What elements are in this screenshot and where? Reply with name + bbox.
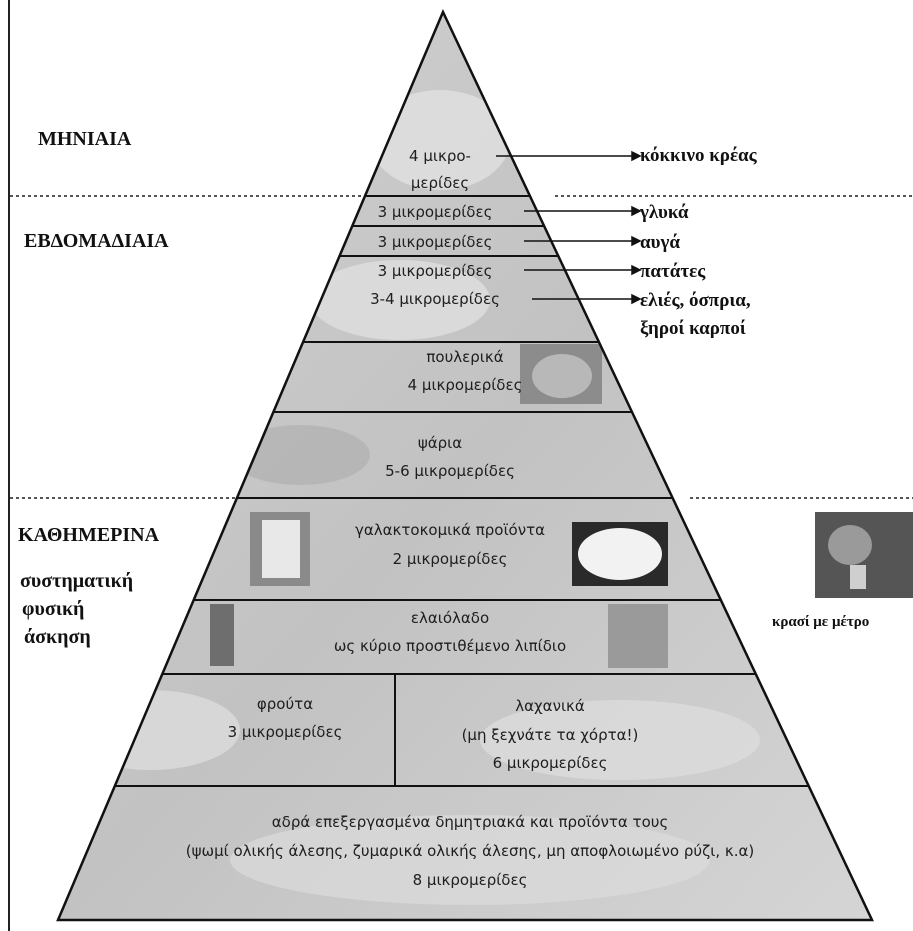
activity-line-2: φυσική — [22, 598, 85, 620]
red-meat-servings-2: μερίδες — [410, 174, 470, 192]
grains-servings: 8 μικρομερίδες — [412, 871, 528, 889]
figure-border — [8, 0, 10, 931]
daily-label: ΚΑΘΗΜΕΡΙΝΑ — [18, 524, 160, 546]
dairy-name: γαλακτοκομικά προϊόντα — [355, 521, 545, 539]
fish-name: ψάρια — [417, 434, 463, 452]
vegetables-name: λαχανικά — [515, 697, 585, 715]
pyramid-outline — [56, 8, 874, 922]
sweets-servings: 3 μικρομερίδες — [377, 203, 493, 221]
wine-label: κρασί με μέτρο — [772, 614, 870, 630]
fruits-servings: 3 μικρομερίδες — [227, 723, 343, 741]
grains-line-1: αδρά επεξεργασμένα δημητριακά και προϊόν… — [271, 813, 669, 831]
sweets-label: γλυκά — [640, 202, 689, 223]
fruits-name: φρούτα — [256, 695, 314, 713]
vegetables-servings: 6 μικρομερίδες — [492, 754, 608, 772]
vegetables-note: (μη ξεχνάτε τα χόρτα!) — [461, 726, 639, 744]
red-meat-servings-1: 4 μικρο- — [409, 147, 471, 165]
poultry-servings: 4 μικρομερίδες — [407, 376, 523, 394]
dairy-servings: 2 μικρομερίδες — [392, 550, 508, 568]
fish-servings: 5-6 μικρομερίδες — [385, 462, 515, 480]
olive-oil-name: ελαιόλαδο — [410, 609, 490, 627]
activity-line-3: άσκηση — [24, 626, 91, 648]
eggs-label: αυγά — [640, 232, 680, 253]
red-meat-label: κόκκινο κρέας — [640, 145, 757, 166]
eggs-servings: 3 μικρομερίδες — [377, 233, 493, 251]
olive-oil-desc: ως κύριο προστιθέμενο λιπίδιο — [333, 637, 567, 655]
grains-line-2: (ψωμί ολικής άλεσης, ζυμαρικά ολικής άλε… — [185, 842, 755, 860]
olives-label-line2: ξηροί καρποί — [640, 318, 746, 339]
monthly-label: ΜΗΝΙΑΙΑ — [38, 128, 132, 150]
potatoes-label: πατάτες — [640, 261, 706, 282]
olives-servings: 3-4 μικρομερίδες — [370, 290, 500, 308]
olives-label-line1: ελιές, όσπρια, — [640, 290, 751, 311]
activity-line-1: συστηματική — [20, 570, 134, 592]
weekly-label: ΕΒΔΟΜΑΔΙΑΙΑ — [24, 230, 169, 252]
potatoes-servings: 3 μικρομερίδες — [377, 262, 493, 280]
poultry-name: πουλερικά — [426, 348, 504, 366]
